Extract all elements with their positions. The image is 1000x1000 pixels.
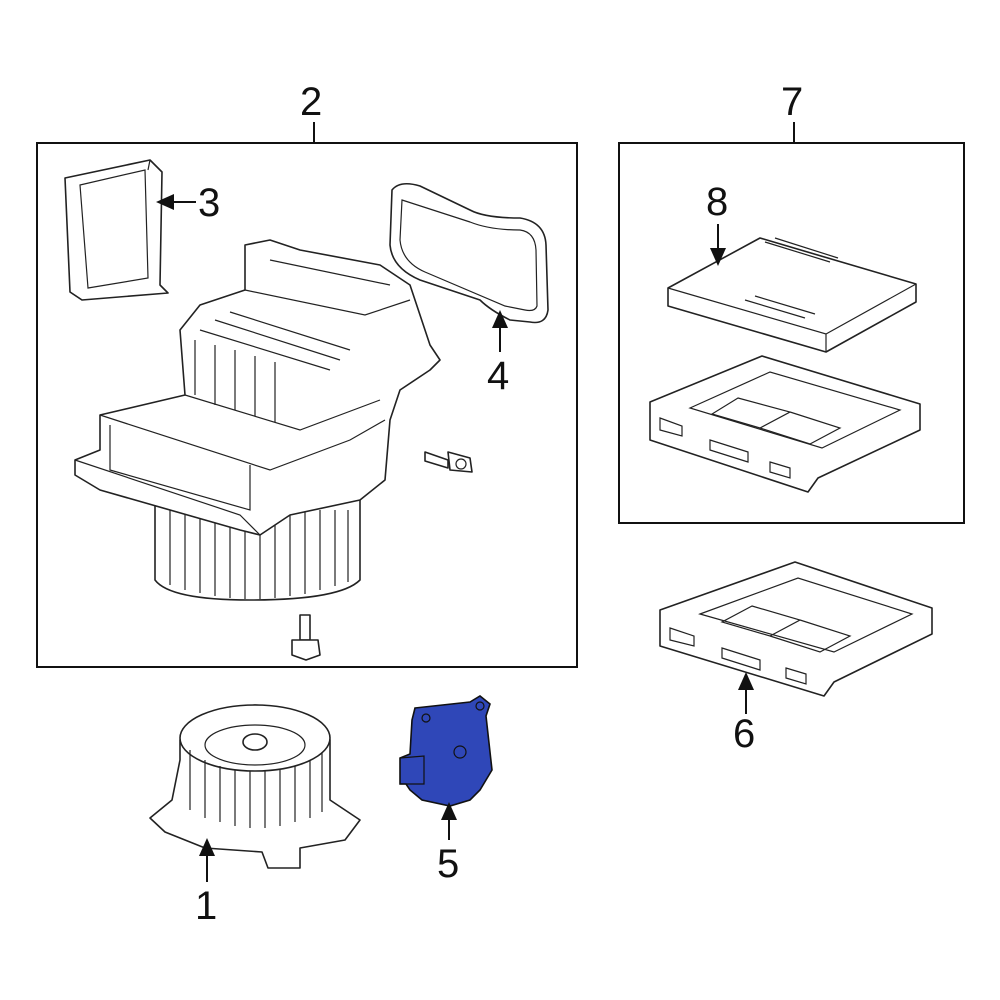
filter-housing-icon	[659, 561, 933, 697]
callout-6: 6	[733, 712, 756, 756]
callout-1: 1	[195, 884, 218, 928]
screw-icon	[291, 614, 321, 661]
actuator-icon	[399, 695, 493, 807]
gasket-icon	[389, 182, 549, 324]
callout-3: 3	[198, 181, 221, 225]
callout-7: 7	[781, 80, 804, 124]
assembly-box-2	[36, 142, 578, 668]
callout-4: 4	[487, 354, 510, 398]
filter-housing-icon	[649, 355, 921, 493]
seal-frame-3-icon	[64, 159, 169, 301]
blower-housing-icon	[74, 239, 441, 601]
screw-icon	[424, 451, 473, 473]
callout-5: 5	[437, 842, 460, 886]
callout-8: 8	[706, 180, 729, 224]
assembly-box-7	[618, 142, 965, 524]
fan-motor-icon	[149, 704, 361, 869]
cabin-air-filter-icon	[667, 237, 917, 353]
callout-2: 2	[300, 80, 323, 124]
